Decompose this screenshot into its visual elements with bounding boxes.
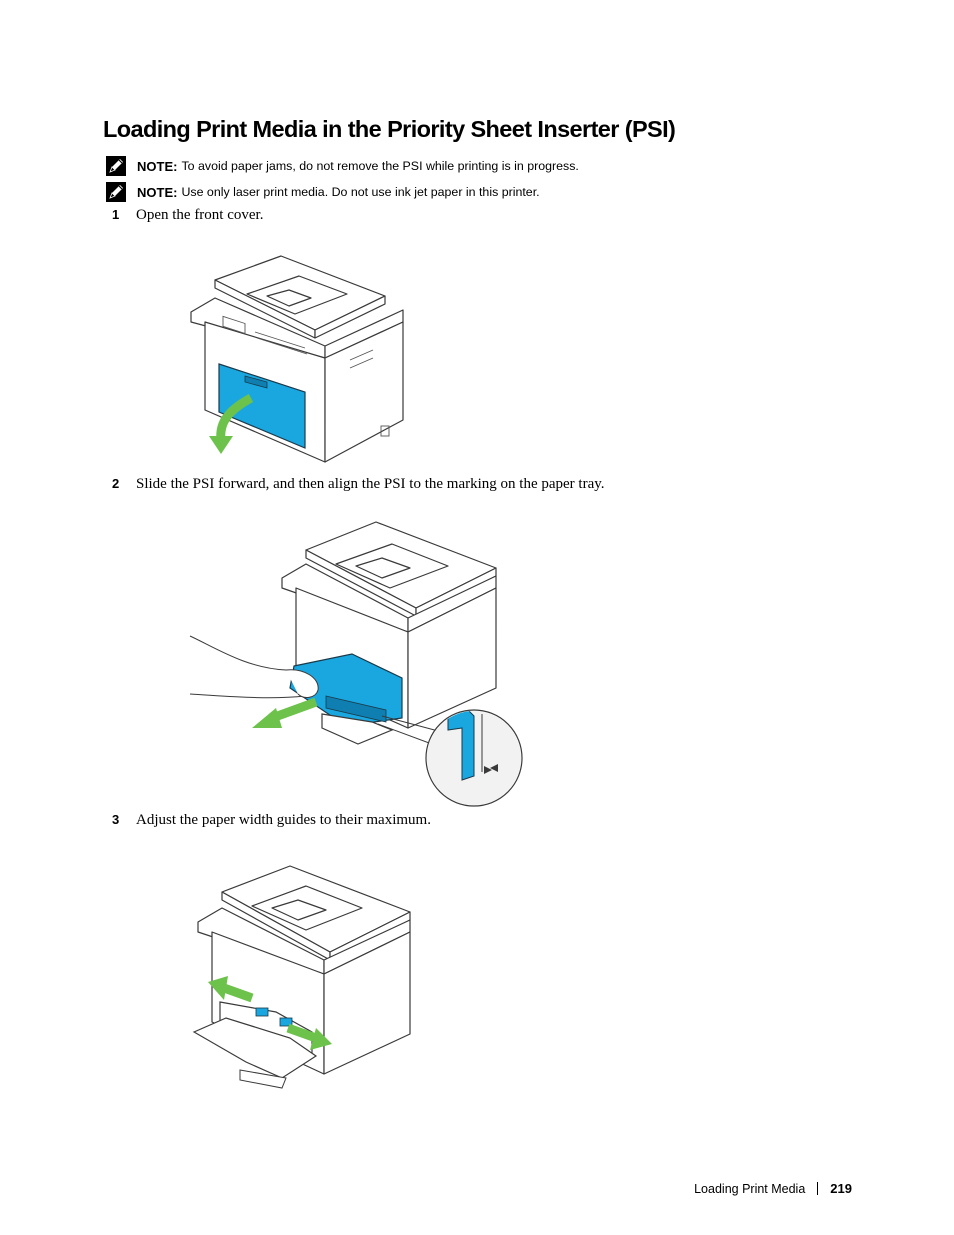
note-text: To avoid paper jams, do not remove the P… [181, 159, 579, 173]
note-label: NOTE: [137, 184, 178, 200]
page-number: 219 [830, 1181, 852, 1196]
step-text: Adjust the paper width guides to their m… [136, 812, 431, 828]
printer-open-front-cover-illustration [190, 255, 404, 463]
note-label: NOTE: [137, 158, 178, 174]
step-2: 2 Slide the PSI forward, and then align … [112, 476, 605, 493]
note-1: NOTE: To avoid paper jams, do not remove… [106, 155, 579, 177]
step-text: Slide the PSI forward, and then align th… [136, 476, 605, 492]
step-number: 2 [112, 476, 120, 491]
step-3: 3 Adjust the paper width guides to their… [112, 812, 431, 829]
page-title: Loading Print Media in the Priority Shee… [103, 116, 676, 142]
step-text: Open the front cover. [136, 207, 264, 223]
note-text: Use only laser print media. Do not use i… [181, 185, 540, 199]
step-1: 1 Open the front cover. [112, 207, 263, 224]
printer-slide-psi-illustration [189, 521, 523, 807]
printer-adjust-width-guides-illustration [192, 865, 411, 1089]
step-number: 3 [112, 812, 120, 827]
note-2: NOTE: Use only laser print media. Do not… [106, 181, 540, 203]
footer-divider [817, 1182, 819, 1195]
step-number: 1 [112, 207, 120, 222]
note-pencil-icon [106, 182, 126, 202]
page-footer: Loading Print Media 219 [694, 1181, 852, 1196]
footer-section: Loading Print Media [694, 1181, 806, 1196]
note-pencil-icon [106, 156, 126, 176]
